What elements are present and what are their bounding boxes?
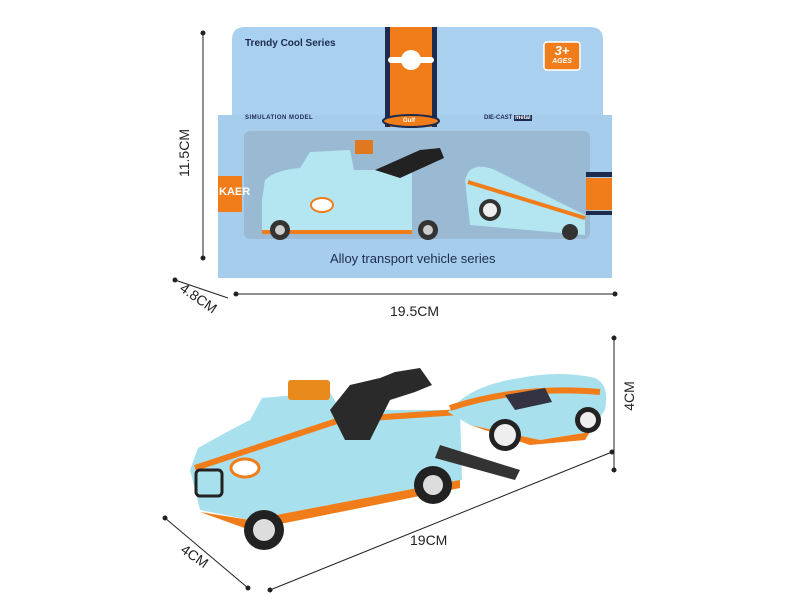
box-width-label: 19.5CM (390, 303, 440, 319)
toy-height-label: 4CM (620, 381, 637, 411)
box-height-label: 11.5CM (175, 129, 192, 177)
metal-text: metal (514, 115, 532, 121)
simulation-model-label: SIMULATION MODEL (245, 115, 314, 121)
tow-truck-toy (190, 368, 520, 550)
brand-side-label: KAER (219, 186, 251, 198)
die-cast-label: DIE-CAST metal (484, 115, 532, 121)
boxed-tow-truck (262, 140, 444, 240)
series-label: Trendy Cool Series (245, 38, 336, 49)
dimension-lines (162, 30, 618, 593)
age-badge-value: 3+ (554, 43, 570, 58)
toy-length-label: 19CM (410, 532, 448, 548)
gulf-logo: Gulf (403, 118, 415, 124)
age-badge-unit: AGES (552, 58, 572, 65)
boxed-sports-car (465, 166, 586, 240)
sports-car-toy (448, 374, 607, 451)
series-bottom-text: Alloy transport vehicle series (330, 251, 496, 266)
die-cast-text: DIE-CAST (484, 115, 513, 121)
